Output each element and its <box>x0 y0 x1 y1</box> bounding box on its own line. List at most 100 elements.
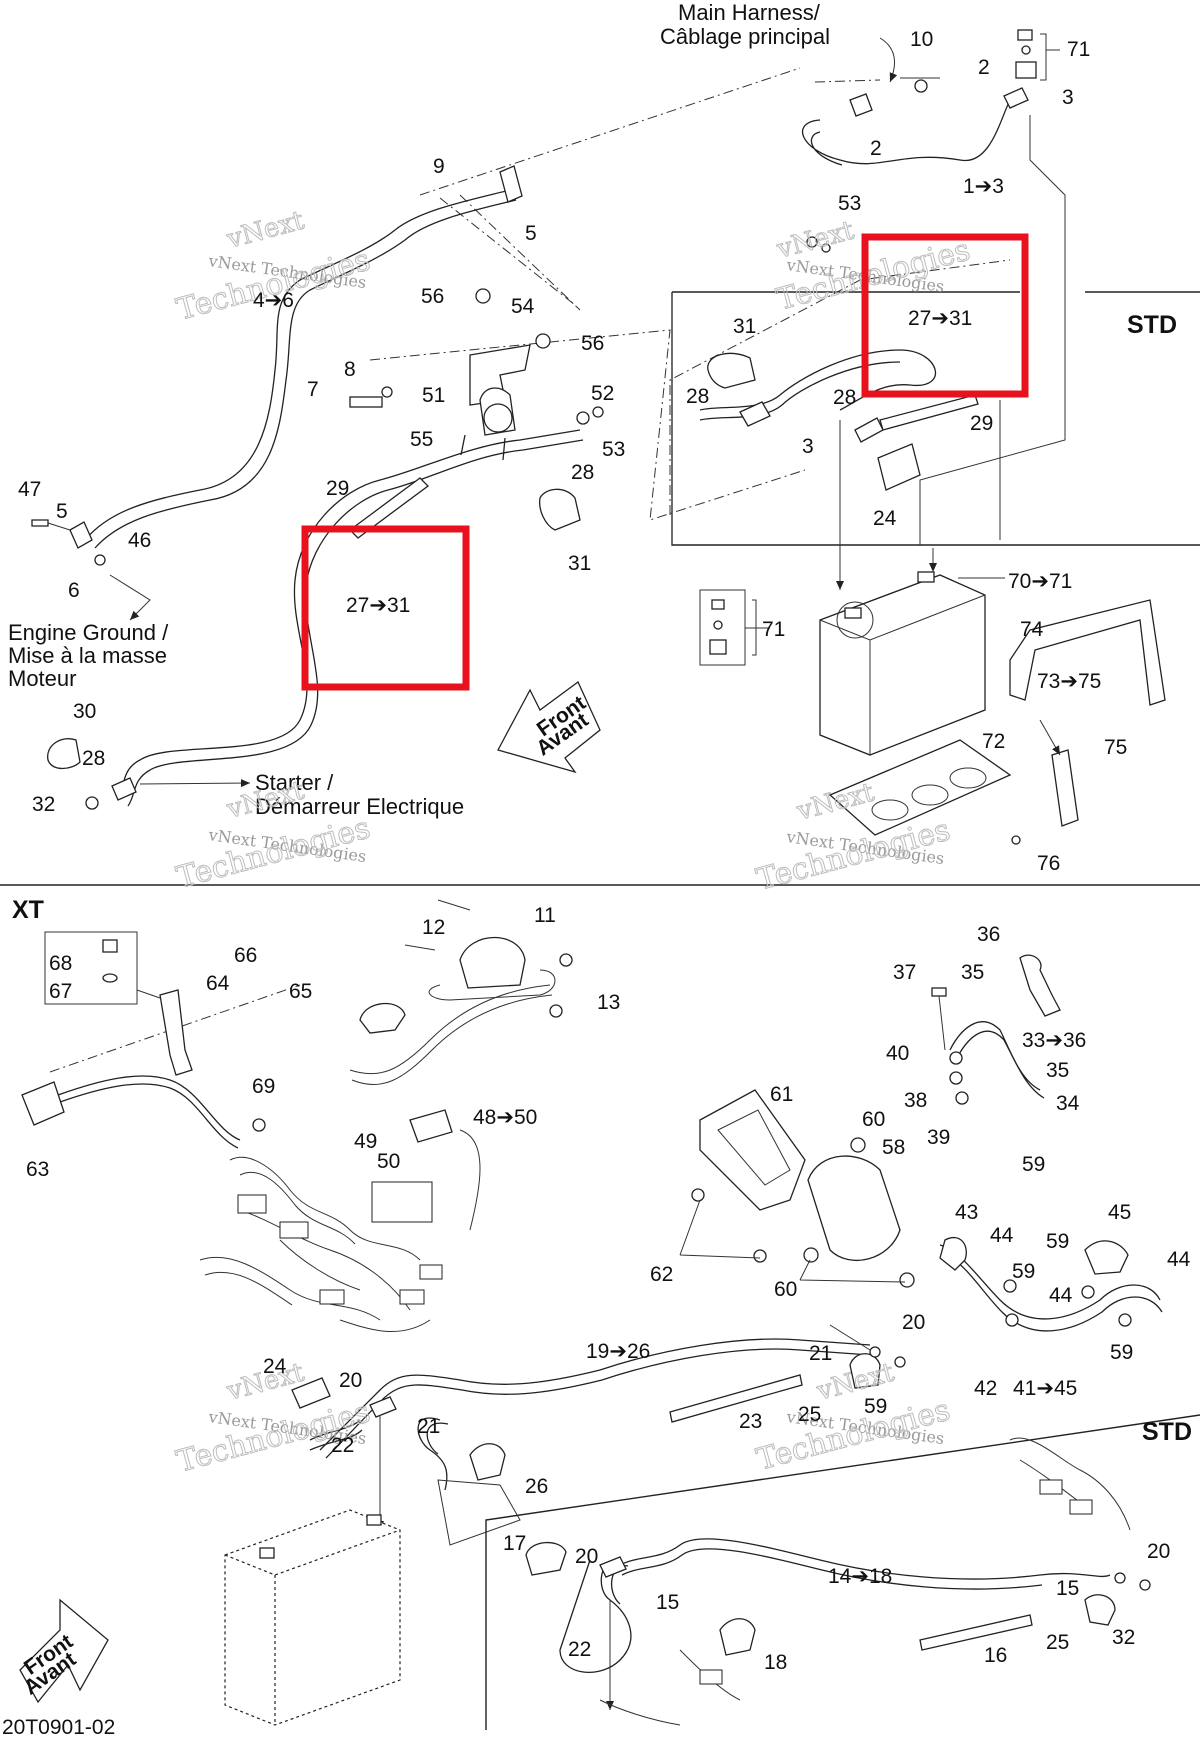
callout-67: 67 <box>49 980 72 1003</box>
callout-48-50: 48➔50 <box>473 1106 537 1129</box>
callout-2: 2 <box>978 56 990 79</box>
callout-23: 23 <box>739 1410 762 1433</box>
callout-53: 53 <box>602 438 625 461</box>
callouts-bottom: 11 12 13 68 67 64 66 65 69 63 48➔50 49 5… <box>26 904 1191 1674</box>
callout-14-18: 14➔18 <box>828 1565 892 1588</box>
section-label-std-top: STD <box>1127 311 1177 339</box>
callout-19-26: 19➔26 <box>586 1340 650 1363</box>
wiring-harness <box>199 1156 443 1333</box>
callout-1-3: 1➔3 <box>963 175 1004 198</box>
callout-69: 69 <box>252 1075 275 1098</box>
callout-53: 53 <box>838 192 861 215</box>
callout-29: 29 <box>326 477 349 500</box>
cable-terminal-2 <box>849 93 873 117</box>
callout-10: 10 <box>910 28 933 51</box>
callout-26: 26 <box>525 1475 548 1498</box>
callouts-top: 10 71 2 3 2 1➔3 9 5 4➔6 56 54 56 8 7 51 … <box>18 28 1127 875</box>
callout-32: 32 <box>32 793 55 816</box>
callout-22: 22 <box>331 1434 354 1457</box>
callout-50: 50 <box>377 1150 400 1173</box>
relay-bracket <box>469 344 531 406</box>
callout-9: 9 <box>433 155 445 178</box>
callout-28: 28 <box>571 461 594 484</box>
front-direction-arrow: Front Avant <box>497 681 601 774</box>
engine-ground-label-fr2: Moteur <box>8 666 76 691</box>
callout-40: 40 <box>886 1042 909 1065</box>
front-direction-arrow-2: Front Avant <box>19 1598 109 1704</box>
callout-60: 60 <box>774 1278 797 1301</box>
terminal-boot <box>539 488 581 531</box>
callout-32: 32 <box>1112 1626 1135 1649</box>
battery-terminal-cover <box>877 443 921 491</box>
callout-18: 18 <box>764 1651 787 1674</box>
callout-65: 65 <box>289 980 312 1003</box>
callout-76: 76 <box>1037 852 1060 875</box>
battery <box>819 571 986 756</box>
terminal-cover-24 <box>291 1377 331 1409</box>
callout-54: 54 <box>511 295 535 318</box>
svg-text:vNext: vNext <box>223 205 308 255</box>
callout-73-75: 73➔75 <box>1037 670 1101 693</box>
callout-6: 6 <box>68 579 80 602</box>
terminal-cover-17 <box>525 1541 567 1576</box>
callout-21: 21 <box>417 1415 440 1438</box>
callout-49: 49 <box>354 1130 377 1153</box>
engine-ground-label-en: Engine Ground / <box>8 620 169 645</box>
callout-37: 37 <box>893 961 916 984</box>
callout-2: 2 <box>870 137 882 160</box>
callout-34: 34 <box>1056 1092 1080 1115</box>
callout-59: 59 <box>1110 1341 1133 1364</box>
main-harness-label-en: Main Harness/ <box>678 0 821 25</box>
callout-70-71: 70➔71 <box>1008 570 1072 593</box>
callout-27-31: 27➔31 <box>346 594 410 617</box>
callout-39: 39 <box>927 1126 950 1149</box>
callout-28: 28 <box>833 386 856 409</box>
callout-59: 59 <box>1046 1230 1069 1253</box>
mounting-bracket-61 <box>699 1089 806 1211</box>
callout-38: 38 <box>904 1089 927 1112</box>
callout-44: 44 <box>1049 1284 1073 1307</box>
callout-35: 35 <box>961 961 984 984</box>
callout-12: 12 <box>422 916 445 939</box>
callout-71: 71 <box>762 618 785 641</box>
callout-16: 16 <box>984 1644 1007 1667</box>
bolt-icon <box>1017 29 1033 41</box>
terminal-boot-18 <box>719 1618 756 1656</box>
callout-11: 11 <box>534 904 556 927</box>
callout-62: 62 <box>650 1263 673 1286</box>
callout-20: 20 <box>575 1545 598 1568</box>
callout-15: 15 <box>1056 1577 1079 1600</box>
callout-21: 21 <box>809 1342 832 1365</box>
engine-ground-label-fr: Mise à la masse <box>8 643 167 668</box>
callout-33-36: 33➔36 <box>1022 1029 1086 1052</box>
callout-41-45: 41➔45 <box>1013 1377 1077 1400</box>
std-bottom-box <box>485 1414 1200 1730</box>
callout-28: 28 <box>82 747 105 770</box>
callout-64: 64 <box>206 972 230 995</box>
callout-5: 5 <box>525 222 537 245</box>
starter-solenoid <box>807 1155 901 1262</box>
callout-60: 60 <box>862 1108 885 1131</box>
callout-7: 7 <box>307 378 319 401</box>
connector-plug <box>21 1081 65 1126</box>
callout-74: 74 <box>1020 618 1044 641</box>
battery-tray <box>828 739 1012 836</box>
callout-56: 56 <box>421 285 444 308</box>
figure-code: 20T0901-02 <box>2 1716 115 1739</box>
callout-59: 59 <box>1022 1153 1045 1176</box>
callout-3: 3 <box>1062 86 1074 109</box>
callout-31: 31 <box>568 552 591 575</box>
relay-11 <box>459 937 526 989</box>
terminal-boot-30 <box>47 738 81 770</box>
callout-46: 46 <box>128 529 151 552</box>
callout-44: 44 <box>1167 1248 1191 1271</box>
callout-28: 28 <box>686 385 709 408</box>
callout-25: 25 <box>798 1403 821 1426</box>
callout-55: 55 <box>410 428 433 451</box>
callout-31: 31 <box>733 315 756 338</box>
callout-35: 35 <box>1046 1059 1069 1082</box>
callout-45: 45 <box>1108 1201 1131 1224</box>
callout-20: 20 <box>1147 1540 1170 1563</box>
callout-56: 56 <box>581 332 604 355</box>
callout-17: 17 <box>503 1532 526 1555</box>
